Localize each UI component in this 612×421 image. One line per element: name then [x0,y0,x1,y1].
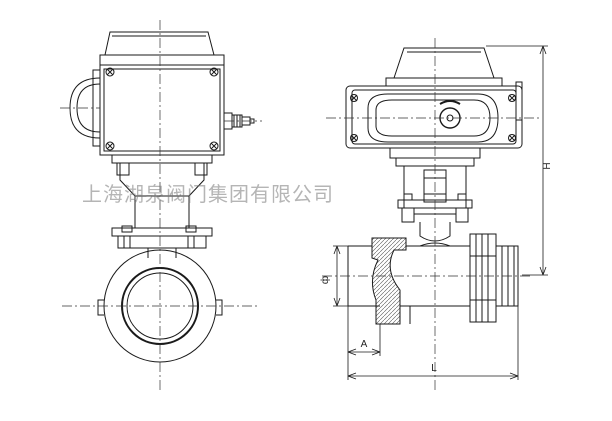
front-view [60,20,262,392]
position-indicator-icon [439,100,461,129]
screw-icon [105,67,219,151]
dimension-a-label: A [361,339,368,350]
left-union-nut [371,237,407,325]
right-union-nut [469,233,497,323]
side-view [322,38,540,392]
actuator-cover [104,31,215,56]
dimension-h-label: H [542,162,553,169]
bolt-icon [121,225,197,249]
actuator-body [99,64,225,156]
side-screw-icon [350,94,516,142]
company-watermark: 上海湖泉阀门集团有限公司 [82,182,334,206]
actuator-cover-base [99,54,225,66]
mounting-bracket [119,163,205,228]
side-center-lines [322,38,540,392]
dimension-l-label: L [431,363,437,374]
center-lines [60,20,262,392]
dimension-diameter-label: ф [319,276,331,284]
dimension-lines [333,45,548,380]
